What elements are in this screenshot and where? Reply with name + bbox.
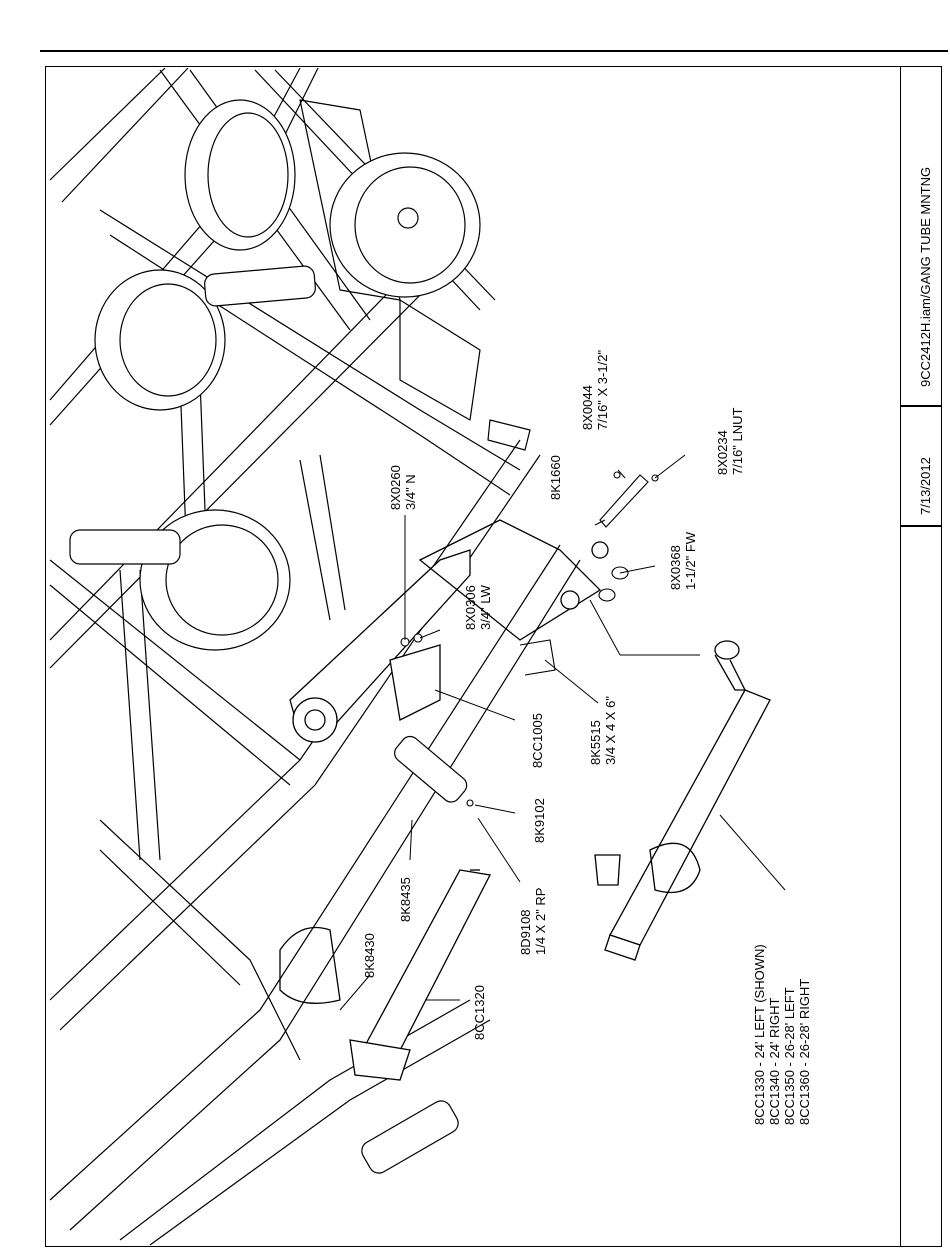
u-bolt-8k5515: [520, 640, 555, 675]
part-description: 3/4" N: [403, 465, 418, 510]
callout-8k1660: 8K1660: [548, 455, 563, 500]
part-number: 8K9102: [532, 798, 547, 843]
part-variant: 8CC1340 - 24' RIGHT: [767, 944, 782, 1125]
gang-tube-8cc1330: [595, 641, 770, 960]
hydraulic-cylinder: [70, 530, 180, 564]
part-number: 8K5515: [588, 696, 603, 765]
part-variant: 8CC1350 - 26-28' LEFT: [782, 944, 797, 1125]
leader-lines: [340, 455, 785, 1010]
frame-members: [50, 68, 580, 1245]
callout-8x0044: 8X0044 7/16" X 3-1/2": [580, 350, 610, 430]
part-description: 7/16" LNUT: [730, 408, 745, 475]
wheels: [95, 100, 480, 650]
part-description: 7/16" X 3-1/2": [595, 350, 610, 430]
part-number: 8X0234: [715, 408, 730, 475]
mount-plate: [488, 420, 530, 450]
gang-tube-8cc1320: [280, 870, 490, 1080]
drawing-date: 7/13/2012: [918, 457, 933, 515]
callout-8cc1320: 8CC1320: [472, 985, 487, 1040]
callout-8x0306: 8X0306 3/4" LW: [463, 585, 493, 630]
part-number: 8CC1005: [530, 713, 545, 768]
hydraulic-cylinder: [204, 265, 316, 306]
part-number: 8X0306: [463, 585, 478, 630]
part-number: 8K8430: [362, 933, 377, 978]
frame-tube: [50, 545, 580, 1230]
callout-8k8435: 8K8435: [398, 877, 413, 922]
callout-8x0368: 8X0368 1-1/2" FW: [668, 532, 698, 590]
callout-8k9102: 8K9102: [532, 798, 547, 843]
part-variant: 8CC1360 - 26-28' RIGHT: [797, 944, 812, 1125]
pin-8x0044: [600, 475, 648, 527]
part-description: 3/4 X 4 X 6": [603, 696, 618, 765]
callout-8x0234: 8X0234 7/16" LNUT: [715, 408, 745, 475]
part-description: 1-1/2" FW: [683, 532, 698, 590]
part-number: 8K1660: [548, 455, 563, 500]
drawing-filename: 9CC2412H.iam/GANG TUBE MNTNG: [918, 167, 933, 387]
part-number: 8X0368: [668, 532, 683, 590]
roll-pin-8d9108: [467, 800, 473, 806]
part-number: 8D9108: [518, 888, 533, 955]
callout-8d9108: 8D9108 1/4 X 2" RP: [518, 888, 548, 955]
hydraulic-cylinder: [391, 733, 470, 806]
flat-washer-8x0368: [599, 589, 615, 601]
part-number: 8K8435: [398, 877, 413, 922]
part-description: 3/4" LW: [478, 585, 493, 630]
callout-gang-tube-variants: 8CC1330 - 24' LEFT (SHOWN) 8CC1340 - 24'…: [752, 944, 812, 1125]
callout-8x0260: 8X0260 3/4" N: [388, 465, 418, 510]
callout-8k8430: 8K8430: [362, 933, 377, 978]
callout-8k5515: 8K5515 3/4 X 4 X 6": [588, 696, 618, 765]
part-number: 8X0260: [388, 465, 403, 510]
gang-mount-arm: [290, 520, 608, 742]
part-description: 1/4 X 2" RP: [533, 888, 548, 955]
frame-member: [300, 455, 345, 620]
wheel: [185, 100, 295, 250]
part-number: 8CC1320: [472, 985, 487, 1040]
part-variant: 8CC1330 - 24' LEFT (SHOWN): [752, 944, 767, 1125]
frame-tube: [50, 68, 188, 202]
hydraulic-cylinder: [358, 1097, 462, 1176]
callout-8cc1005: 8CC1005: [530, 713, 545, 768]
mount-plate: [400, 300, 480, 420]
part-number: 8X0044: [580, 350, 595, 430]
bracket: [390, 645, 440, 720]
frame-tube: [50, 440, 540, 1030]
